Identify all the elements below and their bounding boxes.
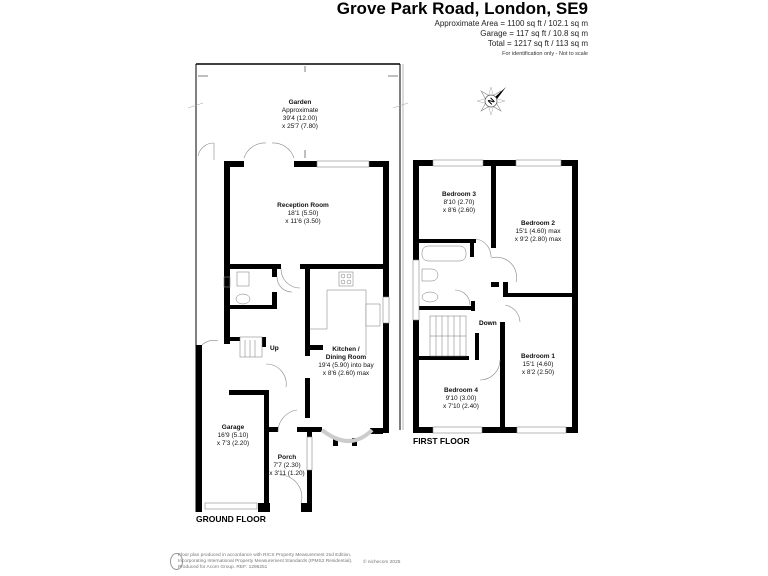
room-label-porch: Porch 7'7 (2.30) x 3'11 (1.20) bbox=[269, 454, 305, 477]
stairs-up-label: Up bbox=[270, 345, 279, 352]
total-area: Total = 1217 sq ft / 113 sq m bbox=[487, 39, 588, 48]
first-floor-fixtures bbox=[421, 245, 467, 357]
approx-area: Approximate Area = 1100 sq ft / 102.1 sq… bbox=[434, 19, 589, 28]
ground-floor-doors bbox=[197, 142, 303, 504]
svg-text:N: N bbox=[486, 96, 497, 107]
first-floor-doors bbox=[454, 238, 521, 381]
first-floor-windows bbox=[412, 159, 567, 434]
copyright: © nichecom 2025 bbox=[363, 560, 401, 565]
ground-floor-windows bbox=[204, 160, 390, 510]
garage-area: Garage = 117 sq ft / 10.8 sq m bbox=[480, 29, 588, 38]
first-floor-label: FIRST FLOOR bbox=[413, 436, 470, 446]
room-label-bedroom-2: Bedroom 2 15'1 (4.60) max x 9'2 (2.80) m… bbox=[514, 220, 562, 243]
info-icon bbox=[170, 553, 183, 570]
room-label-bedroom-4: Bedroom 4 9'10 (3.00) x 7'10 (2.40) bbox=[443, 387, 479, 410]
room-label-bedroom-1: Bedroom 1 15'1 (4.60) x 8'2 (2.50) bbox=[521, 353, 555, 376]
stairs-down-label: Down bbox=[479, 320, 497, 327]
header: Grove Park Road, London, SE9 Approximate… bbox=[337, 0, 588, 59]
north-arrow-icon: N bbox=[476, 86, 506, 116]
ground-floor-fixtures bbox=[235, 271, 381, 358]
room-label-bedroom-3: Bedroom 3 8'10 (2.70) x 8'6 (2.60) bbox=[442, 191, 476, 214]
ground-floor-walls bbox=[196, 161, 389, 512]
page-title: Grove Park Road, London, SE9 bbox=[336, 0, 588, 18]
footer-text: Floor plan produced in accordance with R… bbox=[178, 553, 353, 570]
scale-note: For identification only - Not to scale bbox=[502, 51, 588, 57]
room-label-garden: Garden Approximate 39'4 (12.00) x 25'7 (… bbox=[281, 99, 319, 130]
first-floor-walls bbox=[413, 160, 578, 433]
room-label-kitchen: Kitchen / Dining Room 19'4 (5.90) into b… bbox=[318, 346, 374, 377]
room-label-garage: Garage 16'9 (5.10) x 7'3 (2.20) bbox=[216, 424, 250, 447]
ground-floor-label: GROUND FLOOR bbox=[196, 514, 266, 524]
room-label-reception: Reception Room 18'1 (5.50) x 11'6 (3.50) bbox=[277, 202, 329, 225]
